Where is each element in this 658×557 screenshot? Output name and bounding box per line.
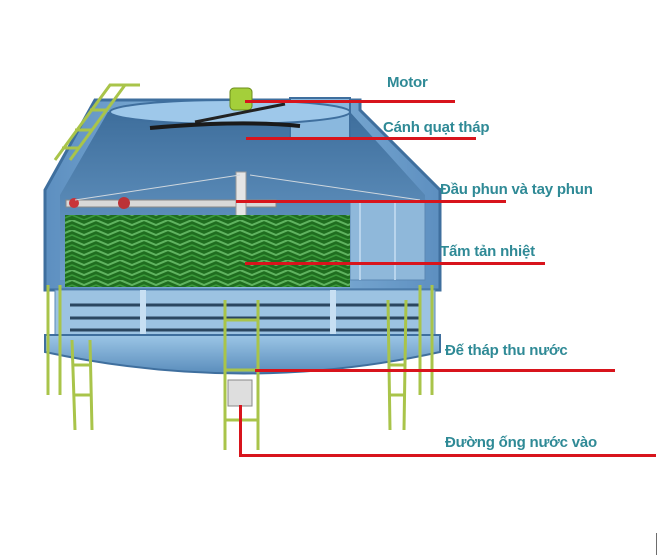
leader-line-basin — [255, 369, 615, 372]
leader-line-sprinkler — [236, 200, 506, 203]
leader-line-motor — [245, 100, 455, 103]
leader-line-inlet — [239, 454, 656, 457]
cold-water-basin — [44, 334, 441, 375]
label-fill: Tấm tản nhiệt — [440, 243, 535, 260]
leader-line-inlet-vertical — [239, 405, 242, 457]
label-motor: Motor — [387, 74, 428, 91]
edge-divider — [656, 533, 657, 555]
label-fan: Cánh quạt tháp — [383, 119, 490, 136]
label-inlet: Đường ống nước vào — [445, 434, 597, 451]
louver-section — [54, 289, 436, 336]
leader-line-fill — [245, 262, 545, 265]
leader-line-fan — [246, 137, 476, 140]
ladders — [46, 83, 434, 450]
inlet-pipe — [227, 379, 253, 407]
label-sprinkler: Đầu phun và tay phun — [440, 181, 593, 198]
label-basin: Đế tháp thu nước — [445, 342, 568, 359]
fill-media — [65, 215, 350, 287]
motor-and-fan — [149, 87, 301, 130]
